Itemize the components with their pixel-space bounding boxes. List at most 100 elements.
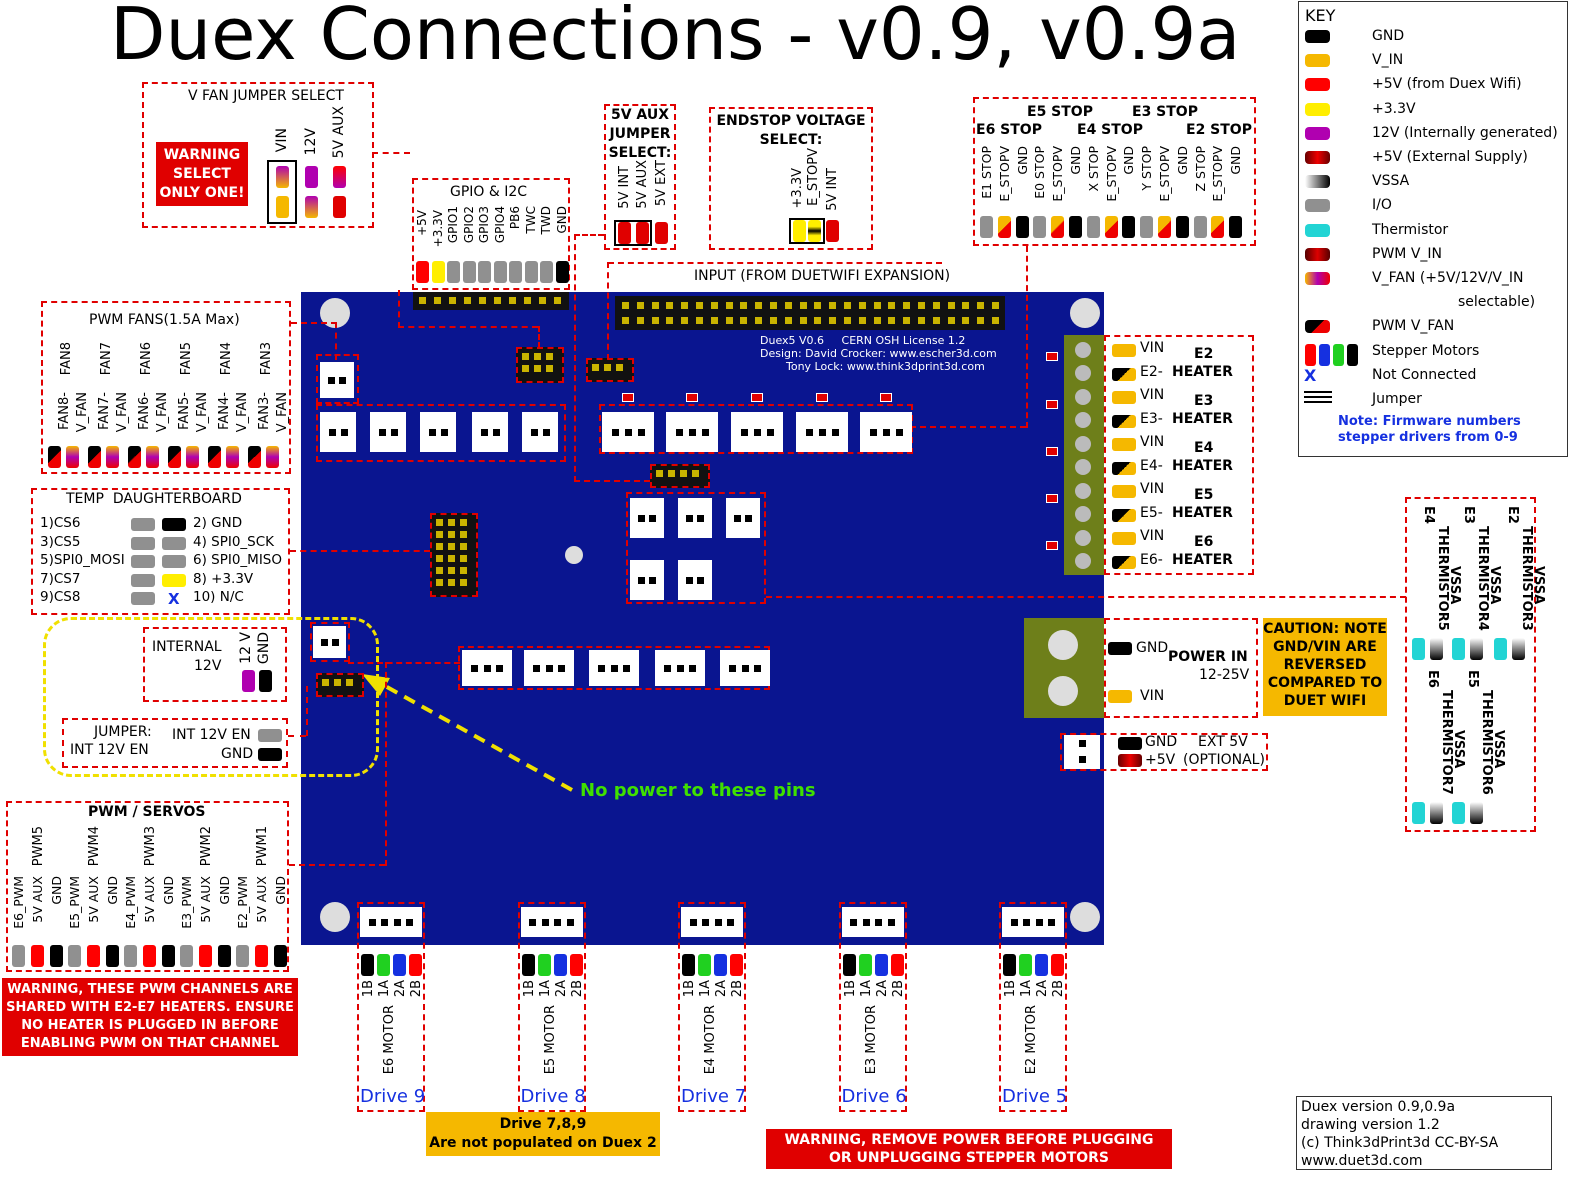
fan-pin — [146, 446, 159, 468]
key-label: Not Connected — [1372, 366, 1477, 383]
header-pin — [524, 297, 531, 304]
pwm-warning-4: ENABLING PWM ON THAT CHANNEL — [20, 1036, 280, 1051]
motor-conn-pin — [393, 918, 401, 926]
therm-conn-pin — [697, 514, 705, 522]
servo-conn-pin — [623, 664, 630, 672]
fan-pin — [226, 446, 239, 468]
vssa-pin — [1470, 802, 1483, 824]
ev-jumper[interactable] — [789, 218, 825, 244]
motor-pin-label: 2B — [409, 980, 424, 998]
motor-conn-pin — [1023, 918, 1031, 926]
internal12-label-2: 12V — [194, 658, 222, 674]
stop-pin — [1175, 216, 1189, 238]
therm-vssa: VSSA — [1447, 566, 1462, 605]
wire — [574, 480, 650, 482]
vfan-warning-3: ONLY ONE! — [159, 185, 245, 201]
drive-note-2: Are not populated on Duex 2 — [429, 1135, 657, 1151]
gpio-pin — [493, 261, 507, 283]
temp-header-pin — [448, 543, 455, 550]
temp-left-label: 5)SPI0_MOSI — [40, 552, 125, 568]
endstop-conn-pin — [637, 428, 645, 436]
servo-pin — [274, 945, 287, 967]
key-swatch-stepper — [1333, 344, 1344, 366]
aux5v-title-2: JUMPER — [609, 126, 671, 142]
key-swatch — [1305, 247, 1330, 261]
servo-pin-label: E5_PWM — [67, 876, 82, 929]
header-pin — [918, 302, 925, 309]
vfan-jumper[interactable] — [267, 160, 297, 224]
stop-pin — [1104, 216, 1118, 238]
pwm-header-pin — [546, 365, 553, 372]
temp-header-pin — [436, 567, 443, 574]
therm-label: THERMISTOR3 — [1519, 526, 1534, 631]
header-pin — [829, 317, 837, 324]
therm-pin — [1412, 638, 1425, 660]
motor-box — [999, 902, 1067, 1112]
motor-box — [838, 902, 907, 1112]
stop-pin — [1086, 216, 1100, 238]
temp-header-pin — [448, 579, 455, 586]
fan-conn — [522, 412, 558, 452]
wire — [574, 234, 576, 482]
motor-pin-label: 1A — [377, 980, 392, 998]
endstop-conn-pin — [869, 428, 877, 436]
endstop-voltage-title-1: ENDSTOP VOLTAGE — [716, 113, 866, 129]
temp-header-pin — [436, 519, 443, 526]
motor-pin — [393, 954, 406, 976]
key-note-1: Note: Firmware numbers — [1338, 414, 1521, 429]
int12-conn-pin — [320, 638, 328, 646]
led — [880, 393, 892, 402]
temp-header-pin — [448, 531, 455, 538]
gpio-pin — [540, 261, 553, 283]
ev-label-5vint: 5V INT — [825, 168, 840, 211]
power-range: 12-25V — [1199, 667, 1250, 683]
servo-conn-pin — [741, 664, 749, 672]
heater-vin: VIN — [1140, 434, 1165, 450]
motor-pin-label: 1A — [1019, 980, 1034, 998]
fan-conn-pin — [480, 428, 488, 436]
endstop-header-pin — [668, 470, 675, 477]
servo-pin-label: E3_PWM — [179, 876, 194, 929]
servo-pin — [255, 945, 268, 967]
key-label: selectable) — [1458, 294, 1536, 311]
no-power-region — [43, 617, 379, 777]
stop-pin — [1140, 216, 1154, 238]
pwm-warning-1: WARNING, THESE PWM CHANNELS ARE — [7, 982, 293, 997]
motor-conn-pin — [875, 918, 883, 926]
servo-pin — [199, 945, 212, 967]
temp-header-pin — [448, 567, 455, 574]
motor-name: E4 MOTOR — [703, 1005, 718, 1075]
fan-conn — [320, 412, 356, 452]
fan-pin — [208, 446, 221, 468]
int12-conn-box — [310, 622, 350, 662]
temp-right-label: 6) SPI0_MISO — [193, 552, 283, 568]
fan-conn-pin — [440, 428, 448, 436]
internal12-pin-gnd: GND — [256, 632, 272, 665]
key-swatch — [1305, 320, 1330, 334]
fan-vfan-label: V_FAN — [115, 392, 130, 433]
header-pin — [873, 317, 881, 324]
header-pin — [888, 317, 896, 324]
motor-conn-pin — [541, 918, 549, 926]
gpio-pin — [509, 261, 522, 283]
board-text-2: Design: David Crocker: www.escher3d.com — [760, 347, 997, 360]
gpio-label: GPIO3 — [477, 206, 491, 244]
header-pin — [636, 302, 644, 309]
gpio-title: GPIO & I2C — [450, 184, 528, 200]
ev-pin — [808, 220, 821, 242]
servo-pin-label: GND — [49, 876, 64, 905]
header-pin — [755, 302, 763, 309]
key-label: V_IN — [1372, 52, 1404, 69]
drive-note-1: Drive 7,8,9 — [499, 1116, 587, 1132]
wire — [1026, 246, 1028, 428]
stop-pin — [1158, 216, 1171, 238]
gpio-pin — [416, 261, 429, 283]
key-swatch — [1305, 199, 1330, 213]
motor-pin — [730, 954, 743, 976]
header-pin — [770, 302, 777, 309]
mount-hole — [1070, 298, 1100, 328]
endstop-conn-pin — [831, 428, 839, 436]
servo-pin-label: 5V AUX — [142, 876, 157, 923]
servo-pin-label: 5V AUX — [198, 876, 213, 923]
stop-label: GND — [1014, 146, 1030, 175]
